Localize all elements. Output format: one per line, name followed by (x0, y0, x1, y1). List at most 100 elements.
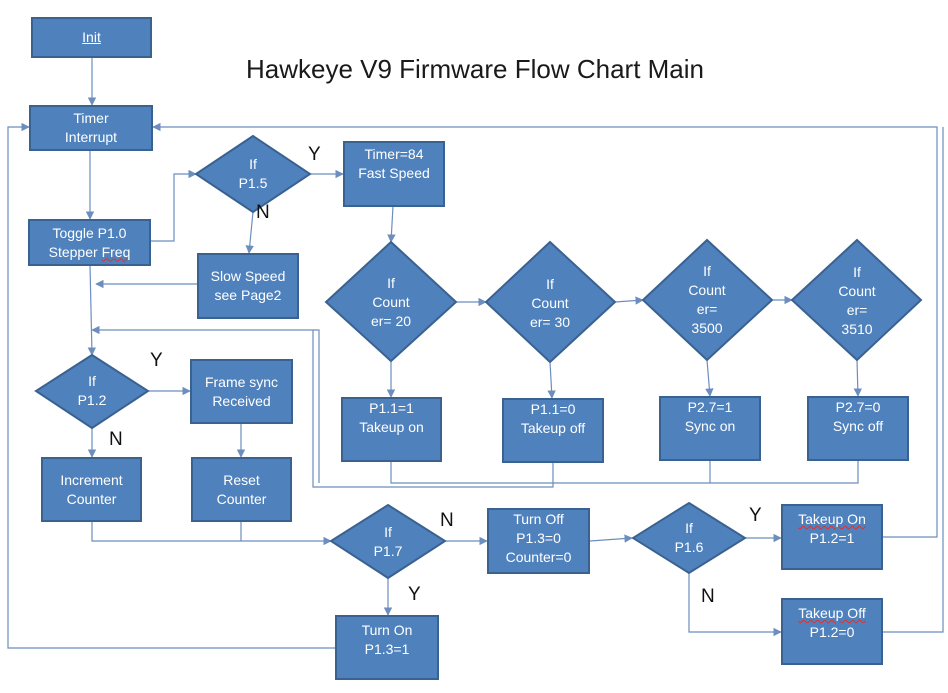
decision-if-p17 (329, 503, 447, 580)
node-label: Frame sync (204, 373, 279, 390)
node-label: P2.7=1 (687, 399, 733, 415)
node-label: see Page2 (214, 287, 282, 303)
node-label: If (853, 264, 861, 280)
connector-toggle-ifp12 (87, 264, 97, 356)
node-init: Init (31, 17, 152, 58)
connector-turnon-loop (7, 122, 335, 649)
node-label: Takeup on (359, 419, 424, 435)
node-label: If (88, 373, 96, 389)
node-takeup-on: Takeup On P1.2=1 (781, 504, 883, 570)
node-p11-takeup-on: P1.1=1 Takeup on (341, 397, 442, 462)
node-label: Turn Off (513, 511, 564, 527)
node-label: If (546, 276, 554, 292)
connector-takeupoff-loop (883, 127, 944, 633)
node-frame-sync: Frame sync Received (190, 359, 293, 424)
decision-if-count20 (324, 240, 458, 363)
node-label: P1.2=1 (809, 530, 855, 546)
node-timer84: Timer=84 Fast Speed (343, 141, 445, 207)
node-label: P1.3=1 (364, 641, 410, 657)
connector-increment-ifp17 (91, 521, 332, 546)
node-label: Counter=0 (505, 549, 572, 565)
decision-if-count3510 (790, 238, 923, 362)
decision-if-count30-text: If Count er= 30 (510, 275, 590, 332)
node-label: Fast Speed (358, 165, 430, 181)
connector-return-main (91, 325, 320, 483)
node-label: Interrupt (64, 129, 118, 145)
node-label: If (703, 263, 711, 279)
node-label: If (384, 524, 392, 540)
node-label: P1.2=0 (809, 624, 855, 640)
node-label: Reset (223, 471, 260, 488)
node-p27-sync-on: P2.7=1 Sync on (659, 396, 761, 461)
connector-ifp16-takeupoff (688, 573, 782, 637)
decision-if-count3500-text: If Count er= 3500 (667, 262, 747, 338)
connector-timer84-if20 (387, 205, 396, 243)
node-p27-sync-off: P2.7=0 Sync off (807, 396, 909, 461)
node-label: er= (696, 301, 718, 317)
node-label: P2.7=0 (835, 399, 881, 415)
node-label-stepper: Stepper Freq (48, 243, 131, 260)
connector-toggle-ifp15 (150, 169, 197, 242)
node-label: Timer=84 (364, 146, 424, 162)
label-p12-yes: Y (150, 350, 163, 371)
connector-takeupon-loop (152, 122, 938, 538)
label-p17-no: N (440, 510, 454, 531)
connector-if3500-p27on (705, 359, 714, 397)
node-label: P1.2 (77, 392, 107, 408)
node-label: Count (688, 282, 726, 298)
decision-if-p12 (34, 353, 150, 430)
decision-if-count30 (484, 240, 617, 364)
node-label: 3510 (841, 321, 873, 337)
node-label: P1.3=0 (516, 530, 561, 546)
node-label: Sync on (684, 418, 736, 434)
node-label: 3500 (691, 320, 723, 336)
node-p11-takeup-off: P1.1=0 Takeup off (502, 398, 604, 463)
connector-if30-p11off (547, 361, 556, 399)
decision-if-count3510-text: If Count er= 3510 (817, 263, 897, 339)
decision-if-p17-text: If P1.7 (348, 523, 428, 561)
label-p16-no: N (701, 586, 715, 607)
connector-collector (390, 460, 859, 484)
node-increment-counter: Increment Counter (41, 457, 142, 522)
node-label: Counter (66, 490, 117, 507)
node-takeup-off: Takeup Off P1.2=0 (781, 598, 883, 665)
node-label: Turn On (361, 622, 413, 638)
node-label: Sync off (832, 418, 884, 434)
node-timer-interrupt: Timer Interrupt (29, 105, 153, 151)
node-label: Takeup off (520, 420, 586, 436)
label-p17-yes: Y (408, 584, 421, 605)
connector-ifp15-slow (245, 211, 254, 254)
node-label: Received (212, 392, 271, 409)
node-label: er= 20 (370, 313, 412, 329)
node-label: If (685, 520, 693, 536)
decision-if-p15 (194, 134, 312, 214)
node-toggle-p10: Toggle P1.0 Stepper Freq (28, 219, 151, 266)
chart-title: Hawkeye V9 Firmware Flow Chart Main (245, 54, 704, 84)
connector-if3510-p27off (853, 359, 862, 397)
node-turn-on: Turn On P1.3=1 (335, 615, 439, 680)
decision-if-p15-text: If P1.5 (213, 155, 293, 193)
node-reset-counter: Reset Counter (191, 457, 292, 522)
label-p12-no: N (109, 429, 123, 450)
node-label: Increment (60, 471, 123, 488)
connector-turnoff-ifp16 (589, 534, 633, 543)
node-turn-off: Turn Off P1.3=0 Counter=0 (487, 508, 590, 574)
decision-if-p12-text: If P1.2 (52, 372, 132, 410)
node-init-label: Init (82, 29, 101, 45)
node-label: Takeup Off (798, 605, 866, 621)
node-label: P1.7 (373, 543, 403, 559)
node-slow-speed: Slow Speed see Page2 (197, 253, 299, 319)
node-label: P1.1=1 (369, 400, 414, 416)
node-label: P1.5 (238, 175, 268, 191)
node-label: Slow Speed (210, 268, 286, 284)
node-label: Counter (216, 490, 267, 507)
label-p16-yes: Y (749, 505, 762, 526)
connector-collector-a (312, 330, 554, 488)
node-label: er= 30 (529, 314, 571, 330)
node-label: Timer (73, 110, 109, 126)
node-label: er= (846, 302, 868, 318)
node-label: If (249, 156, 257, 172)
node-label-freq: Freq (101, 243, 131, 260)
node-label: P1.6 (674, 539, 704, 555)
